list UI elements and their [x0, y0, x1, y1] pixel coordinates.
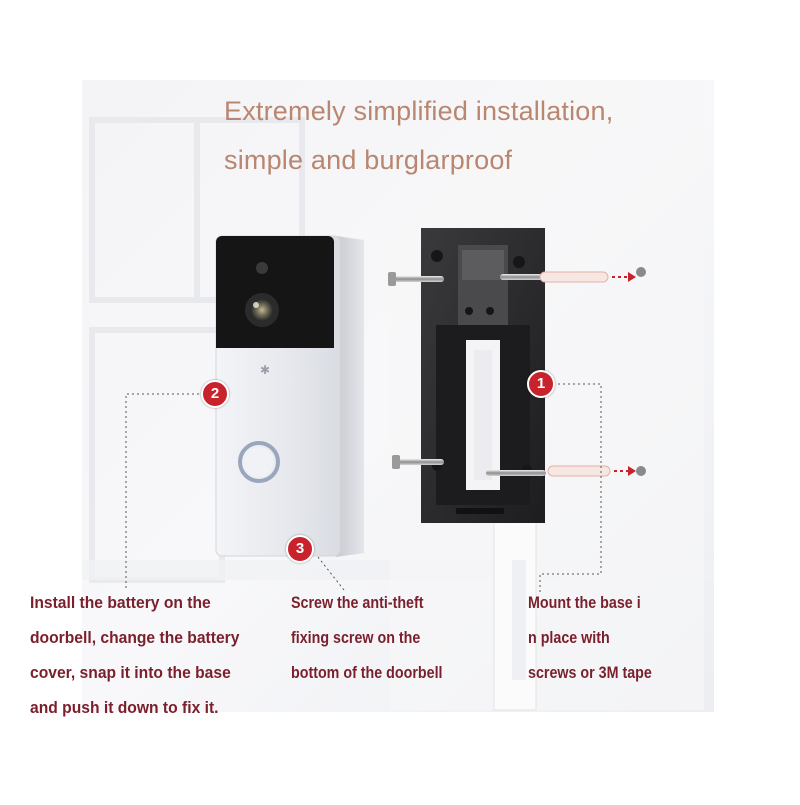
screws-left: [388, 272, 444, 469]
caption-line: and push it down to fix it.: [30, 698, 219, 717]
caption-line: bottom of the doorbell: [291, 663, 443, 682]
headline-line-2: simple and burglarproof: [224, 145, 513, 175]
mounting-plate: [421, 228, 545, 523]
caption-anti-theft-screw: Screw the anti-theft fixing screw on the…: [291, 585, 443, 690]
caption-line: Mount the base i: [528, 593, 641, 612]
caption-line: fixing screw on the: [291, 628, 421, 647]
caption-line: doorbell, change the battery: [30, 628, 240, 647]
caption-line: n place with: [528, 628, 610, 647]
leader-lines: [125, 383, 602, 592]
headline-line-1: Extremely simplified installation,: [224, 96, 614, 126]
doorbell-device: ✱: [215, 235, 364, 557]
caption-line: Screw the anti-theft: [291, 593, 424, 612]
caption-mount-base: Mount the base i n place with screws or …: [528, 585, 652, 690]
caption-line: cover, snap it into the base: [30, 663, 231, 682]
screws-right: [486, 267, 646, 477]
svg-text:✱: ✱: [260, 363, 270, 377]
callout-badge-3: 3: [286, 535, 314, 563]
callout-badge-2: 2: [201, 380, 229, 408]
caption-line: screws or 3M tape: [528, 663, 652, 682]
callout-badge-1: 1: [527, 370, 555, 398]
caption-line: Install the battery on the: [30, 593, 211, 612]
caption-battery-install: Install the battery on the doorbell, cha…: [30, 585, 239, 725]
